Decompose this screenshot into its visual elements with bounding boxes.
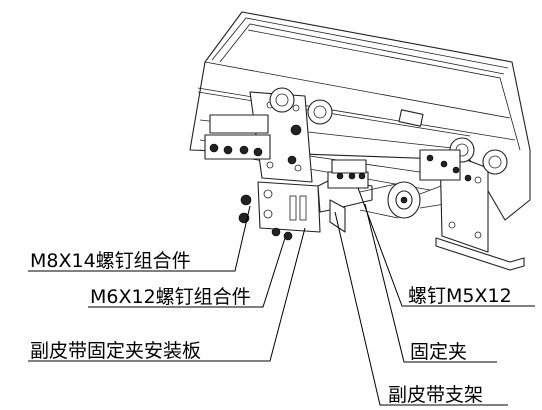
slider-block (398, 109, 424, 127)
leader-screw-m5 (357, 187, 535, 307)
label-clamp: 固定夹 (410, 341, 467, 363)
roller-wheel (269, 87, 295, 113)
left-belt-clamp (204, 114, 302, 165)
leader-mounting-plate (28, 227, 306, 362)
right-belt-clamp (419, 149, 472, 182)
leader-m8 (28, 205, 251, 272)
mounting-plate (257, 181, 321, 233)
right-foot (435, 237, 525, 271)
label-mounting-plate: 副皮带固定夹安装板 (30, 340, 201, 362)
label-bracket: 副皮带支架 (388, 384, 483, 406)
label-m8-screw-assembly: M8X14螺钉组合件 (30, 250, 191, 272)
label-m6-screw-assembly: M6X12螺钉组合件 (90, 286, 251, 308)
fixing-clamp (327, 159, 369, 189)
label-screw-m5: 螺钉M5X12 (408, 285, 512, 307)
leader-clamp (364, 203, 497, 363)
mechanism-drawing (189, 11, 531, 271)
m6-screws (271, 227, 293, 241)
leader-bracket (334, 211, 508, 406)
leader-m6 (88, 237, 286, 308)
leader-lines (28, 187, 535, 406)
